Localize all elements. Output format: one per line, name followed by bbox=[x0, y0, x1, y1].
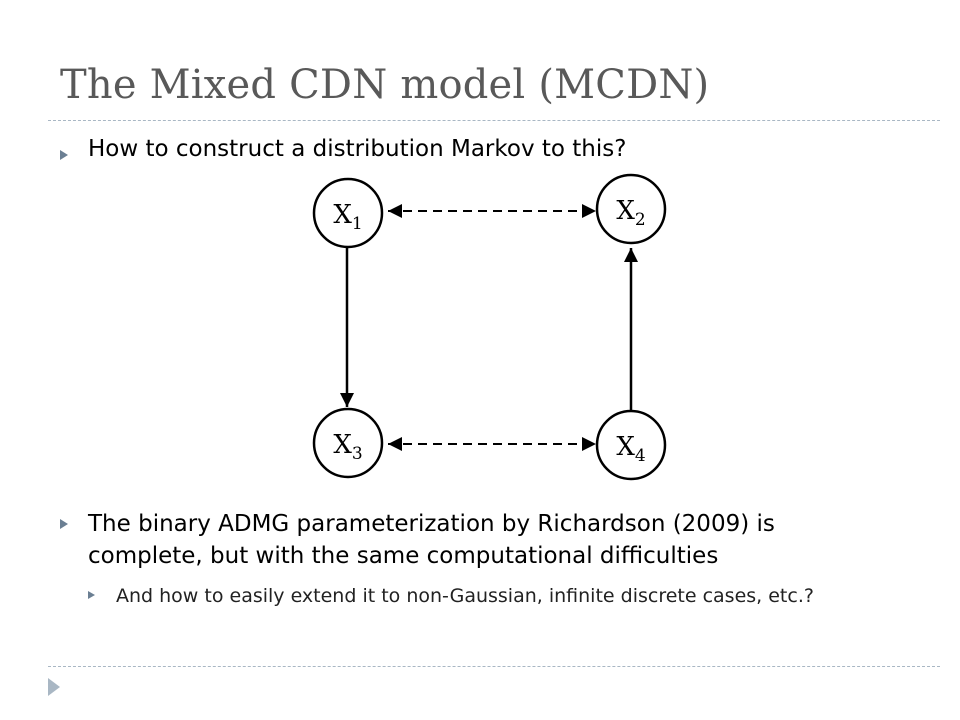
subbullet-triangle-icon bbox=[88, 591, 95, 599]
bullet-text-2: The binary ADMG parameterization by Rich… bbox=[88, 511, 775, 569]
corner-triangle-icon bbox=[48, 678, 60, 696]
node-x4: X4 bbox=[595, 409, 667, 481]
node-x1: X1 bbox=[312, 177, 384, 249]
bullet-text-1: How to construct a distribution Markov t… bbox=[88, 136, 627, 162]
title-divider bbox=[48, 120, 940, 121]
node-x3: X3 bbox=[312, 407, 384, 479]
svg-text:X3: X3 bbox=[333, 430, 362, 464]
bullet-triangle-icon bbox=[60, 519, 68, 529]
footer-divider bbox=[48, 666, 940, 667]
svg-text:X1: X1 bbox=[333, 200, 362, 234]
svg-text:X2: X2 bbox=[616, 196, 645, 230]
bullet-triangle-icon bbox=[60, 150, 68, 160]
svg-text:X4: X4 bbox=[616, 432, 645, 466]
slide-title: The Mixed CDN model (MCDN) bbox=[60, 62, 710, 108]
subbullet-text-1: And how to easily extend it to non-Gauss… bbox=[116, 585, 814, 607]
node-x2: X2 bbox=[595, 173, 667, 245]
